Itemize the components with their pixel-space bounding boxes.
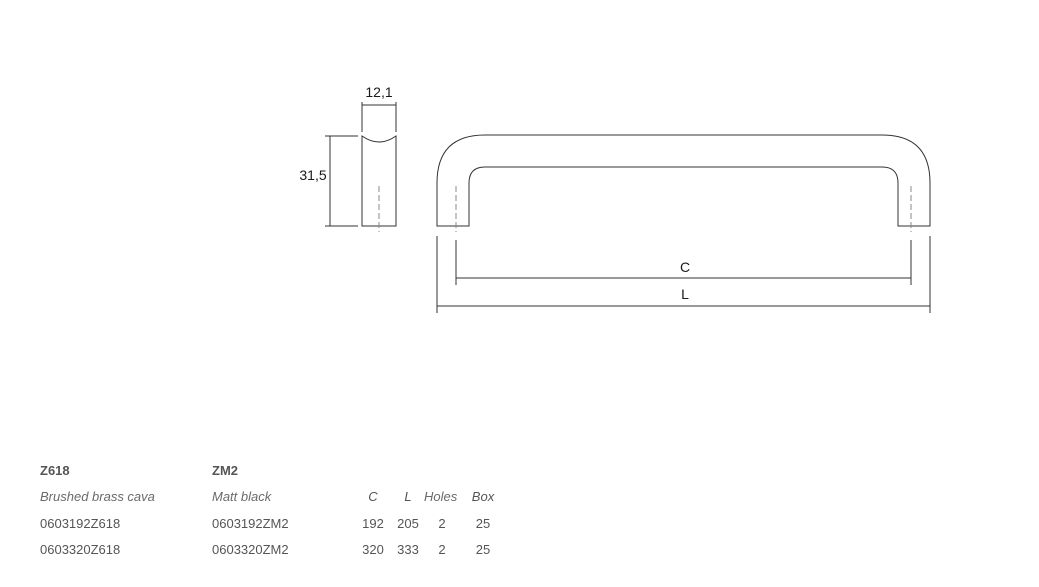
side-profile-view — [325, 102, 397, 232]
width-label: 12,1 — [365, 84, 392, 100]
profile-outline — [361, 135, 397, 227]
handle-outline — [436, 134, 931, 227]
front-handle-view — [436, 134, 931, 313]
c-label: C — [680, 259, 690, 275]
height-label: 31,5 — [299, 167, 326, 183]
l-label: L — [681, 286, 689, 302]
